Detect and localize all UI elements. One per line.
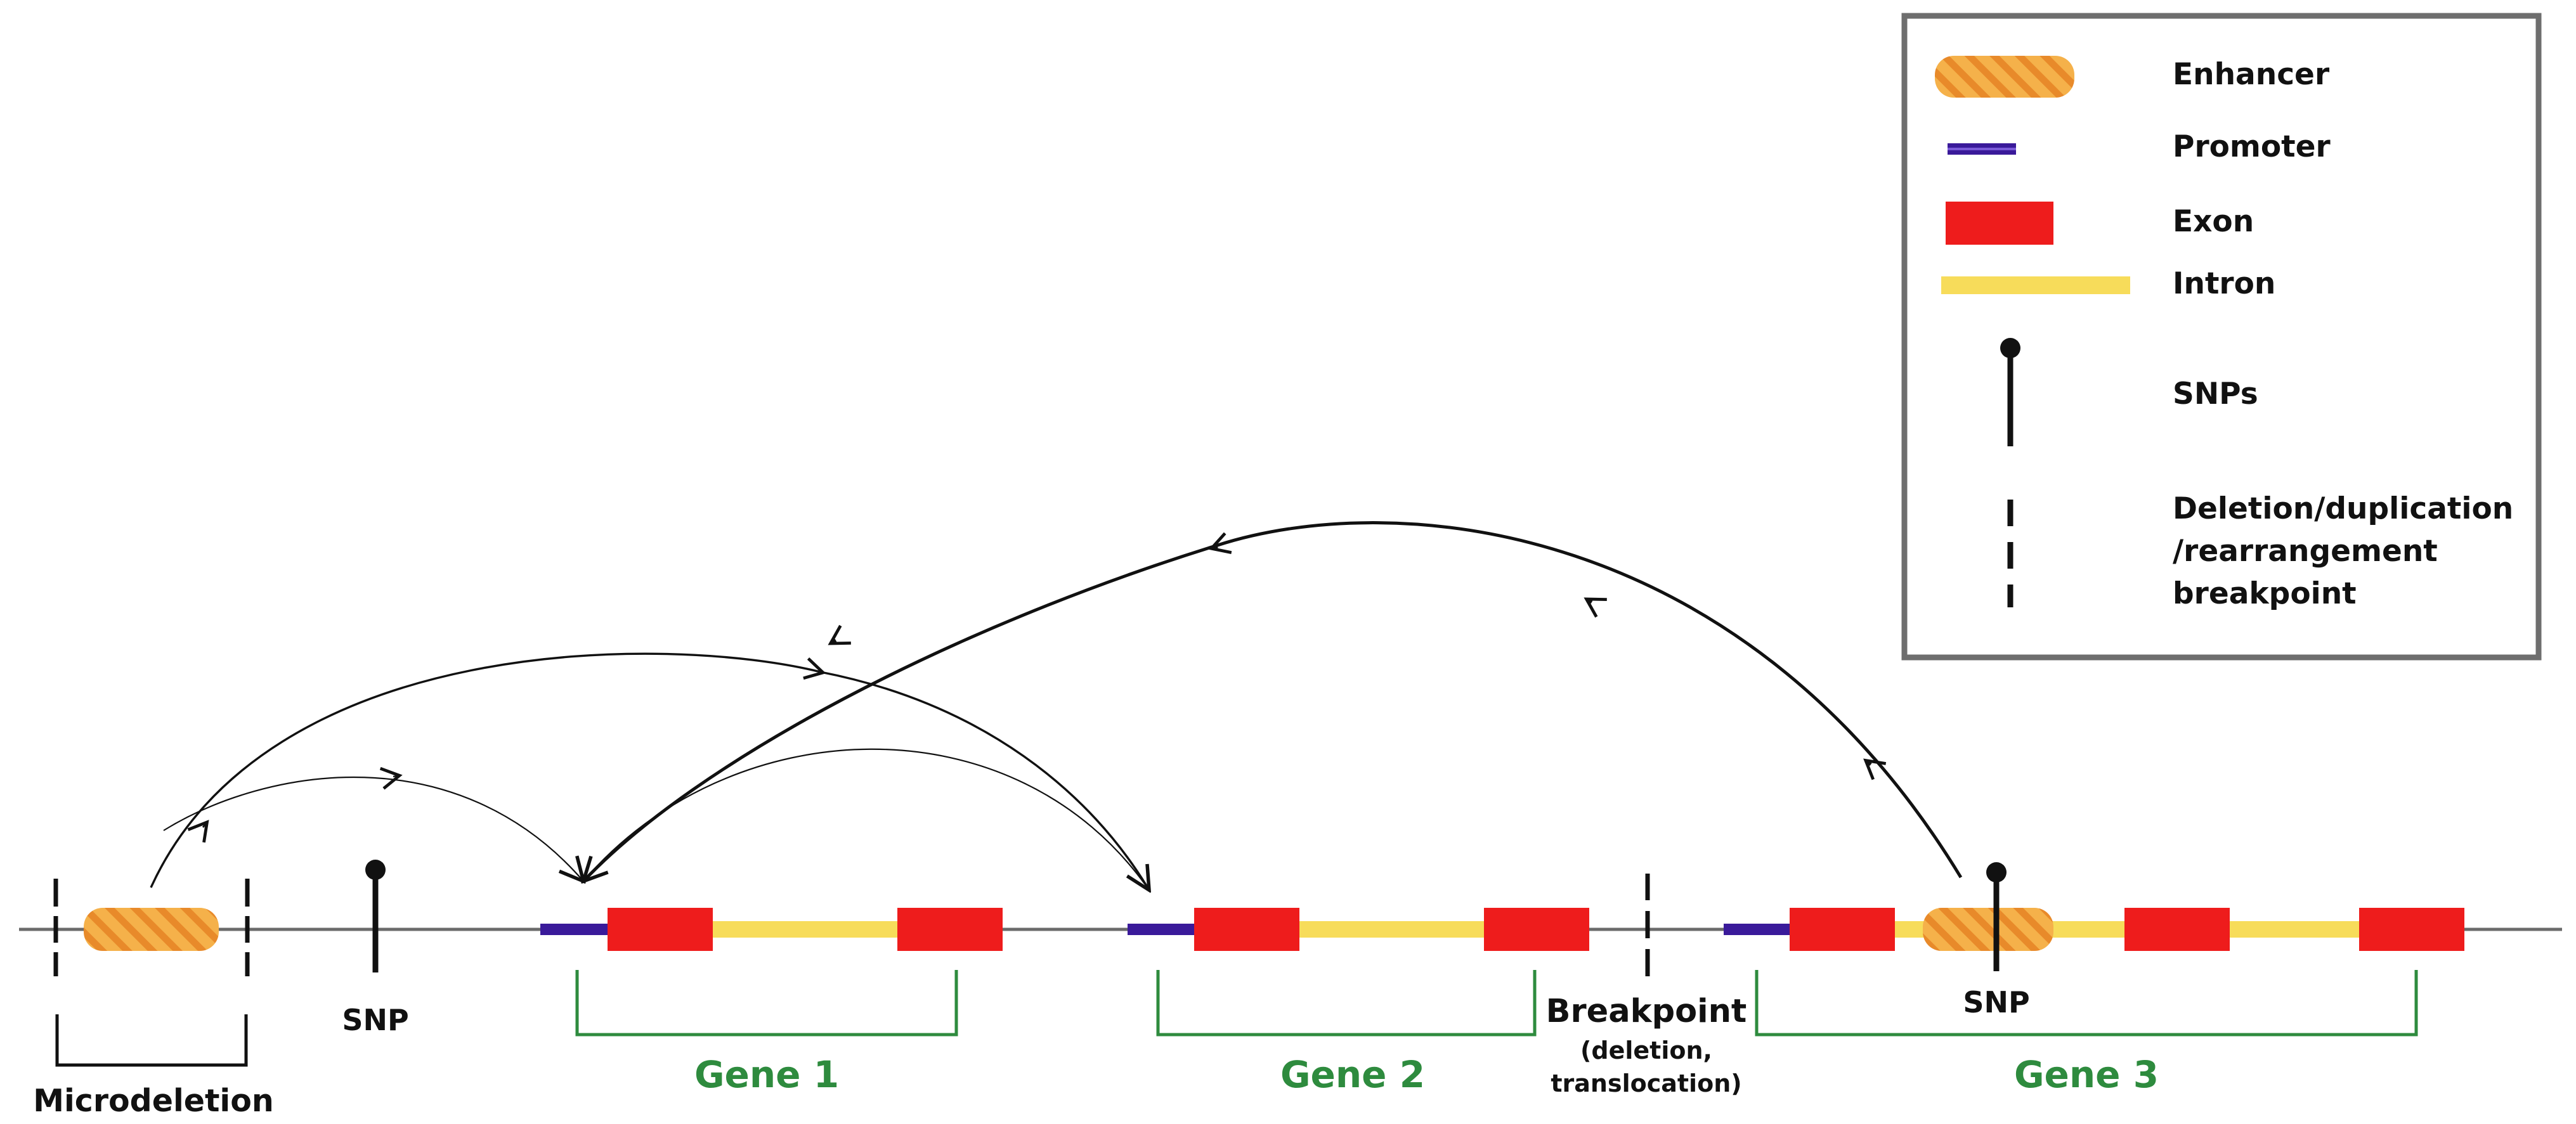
gene-3-label: Gene 3 (2014, 1053, 2159, 1096)
legend-exon-label: Exon (2173, 204, 2254, 239)
gene-3-exon-2 (2124, 908, 2230, 951)
exon-icon (1946, 202, 2053, 245)
snp-gene-3-label: SNP (1963, 985, 2029, 1019)
arc-chevron-4 (828, 624, 851, 645)
arc-chevron-1 (1863, 758, 1887, 780)
breakpoint-sub-label-2: translocation) (1551, 1069, 1741, 1097)
arc-enhancer-to-gene-2-end (820, 671, 1149, 890)
legend-snp-label: SNPs (2173, 377, 2258, 411)
arc-gene-3-enhancer-to-gene-1 (583, 521, 1963, 881)
gene-3: Gene 3 (1724, 908, 2464, 1096)
arc-chevron-5 (379, 766, 403, 790)
gene-2: Gene 2 (1128, 908, 1589, 1096)
arc-chevron-6 (187, 820, 209, 843)
legend-breakpoint-label-line2: /rearrangement (2173, 534, 2438, 569)
enhancer-icon (1935, 56, 2074, 98)
snp-left-label: SNP (342, 1003, 408, 1037)
gene-1-promoter (540, 924, 609, 935)
intron-icon (1941, 276, 2130, 294)
legend-breakpoint-label-line1: Deletion/duplication (2173, 491, 2513, 526)
legend-intron-label: Intron (2173, 266, 2275, 301)
gene-3-bracket (1755, 970, 2418, 1037)
legend-promoter-label: Promoter (2173, 129, 2331, 164)
gene-3-exon-3 (2359, 908, 2464, 951)
legend-breakpoint-label-line3: breakpoint (2173, 576, 2357, 611)
enhancer-2 (1923, 908, 2053, 951)
gene-1-exon-1 (608, 908, 713, 951)
snp-marker-left (365, 860, 386, 972)
interaction-arcs (150, 521, 1963, 891)
gene-3-promoter (1724, 924, 1792, 935)
gene-1-exon-2 (897, 908, 1003, 951)
gene-3-exon-1 (1790, 908, 1895, 951)
arc-enhancer-to-gene-1 (163, 776, 583, 881)
gene-2-exon-1 (1194, 908, 1299, 951)
gene-1-intron (710, 921, 901, 938)
legend-enhancer-label: Enhancer (2173, 57, 2330, 92)
arc-chevron-2 (1584, 597, 1607, 618)
microdeletion-label: Microdeletion (33, 1083, 274, 1119)
gene-2-label: Gene 2 (1280, 1053, 1425, 1096)
arc-chevron-3 (1208, 532, 1232, 554)
legend: Enhancer Promoter Exon Intron SNPs Delet… (1901, 13, 2542, 661)
microdeletion-bracket (55, 1014, 248, 1067)
snp-marker-gene-3 (1986, 862, 2007, 971)
gene-1: Gene 1 (540, 908, 1003, 1096)
gene-2-promoter (1128, 924, 1196, 935)
gene-2-exon-2 (1484, 908, 1589, 951)
gene-2-bracket (1156, 970, 1537, 1037)
breakpoint-label: Breakpoint (1546, 993, 1747, 1030)
enhancer-1 (84, 908, 219, 951)
gene-1-bracket (575, 970, 958, 1037)
gene-2-intron (1297, 921, 1487, 938)
arc-enhancer-to-gene-2 (150, 652, 826, 888)
snp-icon (2000, 338, 2020, 446)
gene-1-label: Gene 1 (694, 1053, 839, 1096)
arc-gene-1-to-gene-2 (583, 748, 1150, 891)
breakpoint-sub-label-1: (deletion, (1580, 1037, 1712, 1064)
promoter-icon-highlight (1948, 148, 2016, 150)
